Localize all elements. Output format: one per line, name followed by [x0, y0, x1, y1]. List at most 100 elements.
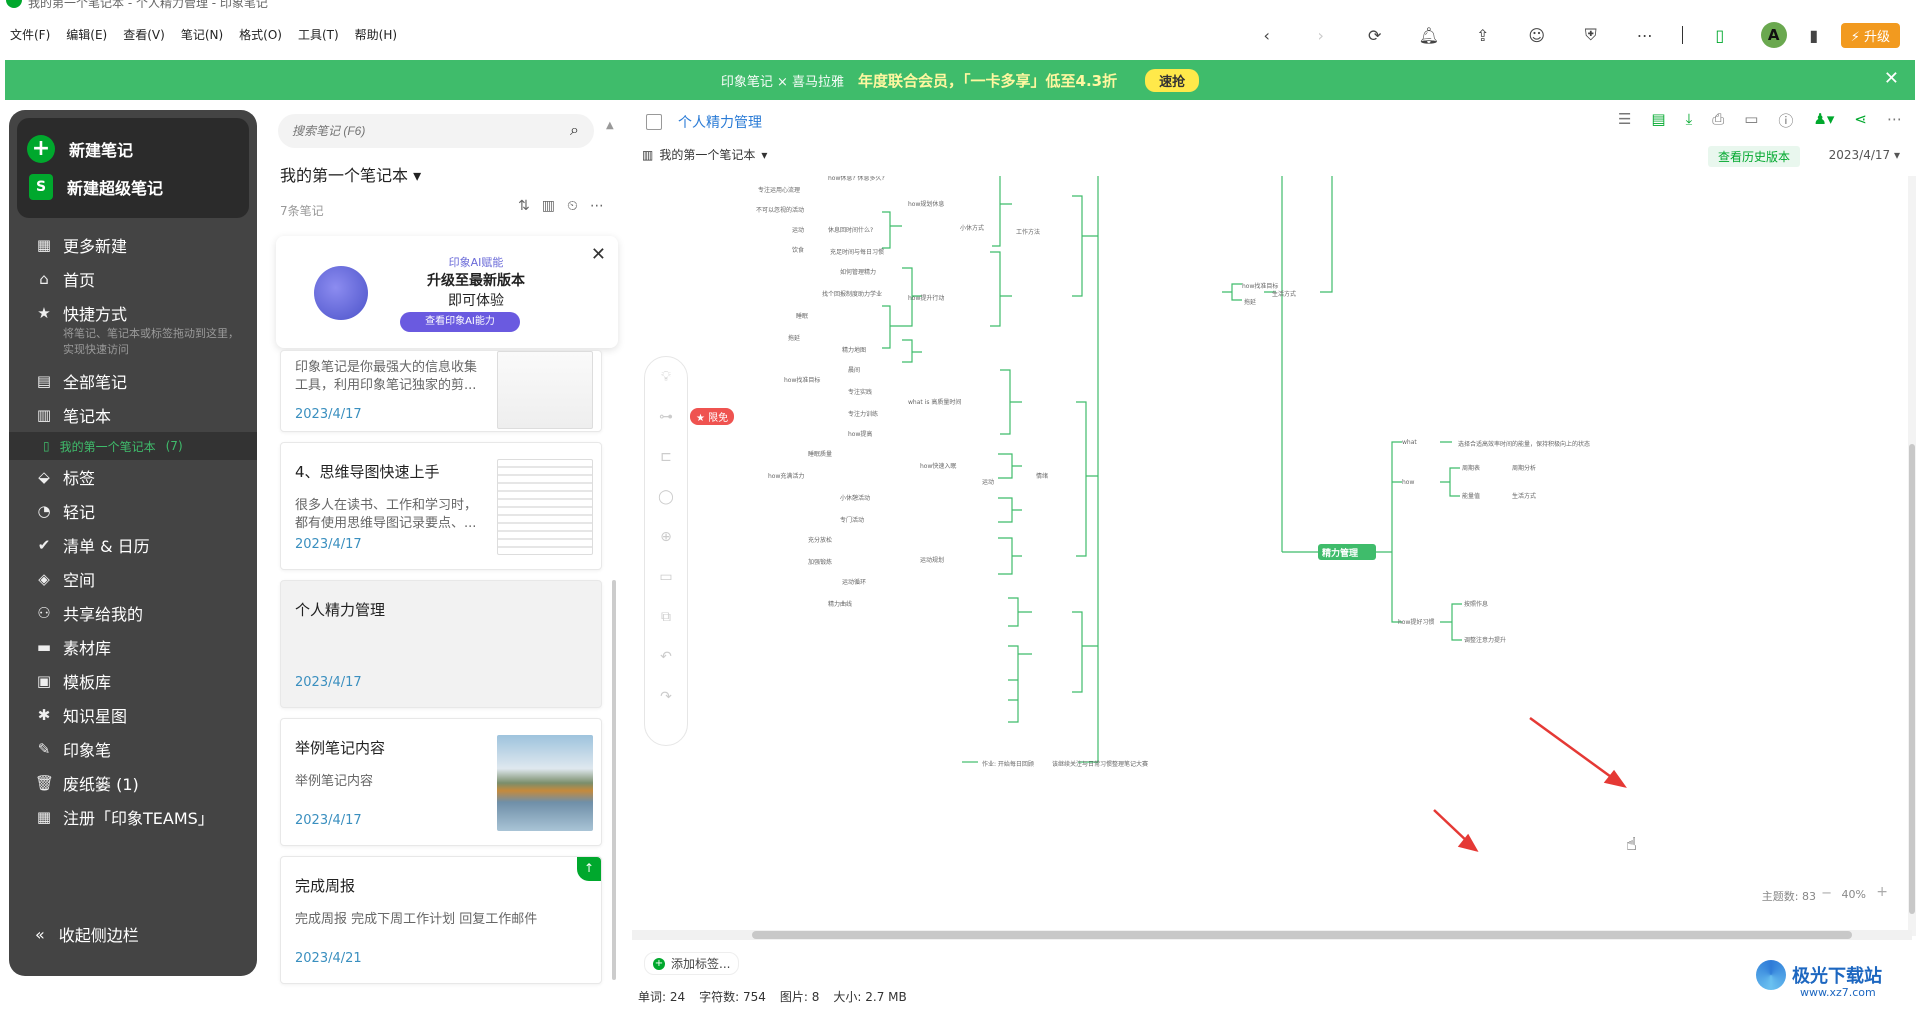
undo-icon[interactable]: ↶: [660, 649, 672, 665]
history-button[interactable]: 查看历史版本: [1707, 146, 1800, 167]
mm-label[interactable]: 拖延: [1244, 298, 1256, 306]
menu-file[interactable]: 文件(F): [10, 28, 51, 42]
sidebar-item-pen[interactable]: ✎印象笔: [9, 732, 257, 766]
mm-label[interactable]: 生活方式: [1272, 290, 1296, 298]
mm-label[interactable]: what is 高质量时间: [908, 398, 961, 406]
back-icon[interactable]: ‹: [1263, 25, 1270, 45]
book-icon[interactable]: ▮: [1809, 25, 1819, 45]
sidebar-item-shared[interactable]: ⚇共享给我的: [9, 596, 257, 630]
reminder-icon[interactable]: ⏲: [566, 198, 578, 214]
horizontal-scroll-thumb[interactable]: [752, 931, 1852, 939]
mm-label[interactable]: how休息? 休息多久?: [828, 176, 885, 182]
mm-label[interactable]: what: [1402, 439, 1417, 446]
horizontal-scrollbar[interactable]: [632, 930, 1912, 940]
center-node-box[interactable]: [1318, 544, 1376, 560]
mm-label[interactable]: how找准目标: [784, 376, 820, 384]
mm-label[interactable]: 找个回报制度助力学业: [822, 290, 882, 298]
mindmap-canvas[interactable]: how休息? 休息多久? 专注运用心流理 不可以忽视的活动 运动 休息回时间什么…: [632, 176, 1912, 928]
menu-edit[interactable]: 编辑(E): [66, 28, 108, 42]
mm-label[interactable]: 运动: [792, 226, 804, 234]
sync-icon[interactable]: ⟳: [1368, 25, 1382, 45]
menu-note[interactable]: 笔记(N): [180, 28, 224, 42]
mm-label[interactable]: how提好习惯: [1398, 618, 1434, 626]
note-card[interactable]: ↑ 完成周报 完成周报 完成下周工作计划 回复工作邮件 2023/4/21: [280, 856, 602, 984]
sidebar-item-more-new[interactable]: ▦更多新建: [9, 228, 257, 262]
mm-label[interactable]: 充分放松: [808, 536, 832, 544]
mm-label[interactable]: 睡眠质量: [808, 450, 832, 458]
mm-label[interactable]: 运动: [982, 478, 994, 486]
collapse-sidebar-button[interactable]: «收起侧边栏: [35, 922, 139, 946]
sidebar-item-space[interactable]: ◈空间: [9, 562, 257, 596]
bell-icon[interactable]: 🔔︎: [1418, 25, 1439, 45]
mm-label[interactable]: 专注运用心流理: [758, 186, 800, 194]
mm-label[interactable]: how提高: [848, 430, 872, 438]
mm-label[interactable]: how规划休息: [908, 200, 944, 208]
menu-format[interactable]: 格式(O): [239, 28, 282, 42]
style-icon[interactable]: ◯: [658, 489, 674, 505]
more-circle-icon[interactable]: ⋯: [1636, 25, 1653, 45]
note-list-scrollbar[interactable]: [612, 580, 616, 980]
smile-icon[interactable]: ☺: [1528, 25, 1546, 45]
download-icon[interactable]: ⤓: [1685, 110, 1693, 128]
search-input[interactable]: [278, 114, 594, 148]
new-super-note-button[interactable]: S 新建超级笔记: [27, 168, 239, 206]
close-icon[interactable]: ✕: [590, 244, 606, 265]
mm-label[interactable]: 专注实践: [848, 388, 872, 396]
share-icon[interactable]: ⋖: [1854, 110, 1867, 128]
menu-tools[interactable]: 工具(T): [297, 28, 339, 42]
mm-label[interactable]: 作业: 开始每日回顾: [982, 760, 1034, 768]
avatar[interactable]: A: [1760, 22, 1787, 48]
sidebar-item-tags[interactable]: ⬙标签: [9, 460, 257, 494]
sidebar-item-graph[interactable]: ✱知识星图: [9, 698, 257, 732]
mm-label[interactable]: 拖延: [788, 334, 800, 342]
lightbulb-icon[interactable]: 💡︎: [661, 369, 671, 385]
vertical-scroll-thumb[interactable]: [1909, 444, 1915, 914]
sort-icon[interactable]: ⇅: [518, 198, 530, 214]
banner-cta-button[interactable]: 速抢: [1145, 68, 1200, 92]
mm-label[interactable]: 精力地图: [842, 346, 866, 354]
ai-view-button[interactable]: 查看印象AI能力: [400, 312, 520, 332]
sidebar-item-notebooks[interactable]: ▥笔记本: [9, 398, 257, 432]
mm-label[interactable]: 专门活动: [840, 516, 864, 524]
outline-icon[interactable]: ☰: [1617, 110, 1632, 128]
notebook-selector[interactable]: ▥我的第一个笔记本▾: [642, 147, 768, 163]
sidebar-item-trash[interactable]: 🗑︎废纸篓 (1): [9, 766, 257, 800]
center-node[interactable]: 精力管理: [1322, 549, 1359, 559]
add-tag-button[interactable]: +添加标签...: [644, 952, 740, 975]
expand-icon[interactable]: [646, 114, 662, 130]
upgrade-button[interactable]: ⚡ 升级: [1840, 22, 1900, 48]
info-icon[interactable]: ⓘ: [1778, 112, 1794, 130]
forward-icon[interactable]: ›: [1317, 25, 1324, 45]
menu-view[interactable]: 查看(V): [123, 28, 165, 42]
mm-label[interactable]: 休息回时间什么?: [828, 226, 873, 234]
sidebar-item-template[interactable]: ▣模板库: [9, 664, 257, 698]
mm-label[interactable]: 周期分析: [1512, 464, 1536, 472]
sidebar-item-home[interactable]: ⌂首页: [9, 262, 257, 296]
more-icon[interactable]: ⋯: [589, 198, 604, 214]
link-icon[interactable]: ⧉: [661, 609, 671, 625]
mm-label[interactable]: 工作方法: [1016, 228, 1040, 236]
export-icon[interactable]: ▤: [1651, 110, 1666, 128]
more-icon[interactable]: ⋯: [1887, 110, 1902, 128]
search-icon[interactable]: ⌕: [570, 120, 579, 139]
mm-label[interactable]: 周期表: [1462, 464, 1480, 472]
sidebar-item-quicknote[interactable]: ◔轻记: [9, 494, 257, 528]
image-icon[interactable]: ▭: [659, 569, 673, 585]
mm-label[interactable]: 该继续关注与日常习惯整理笔记大赛: [1052, 760, 1148, 768]
mm-label[interactable]: 选择合适高效率时间的能量，保持积极向上的状态: [1458, 440, 1590, 448]
note-card-selected[interactable]: 个人精力管理 2023/4/17: [280, 580, 602, 708]
sidebar-item-shortcuts[interactable]: ★快捷方式: [9, 296, 257, 330]
layout-icon[interactable]: ⊏: [660, 449, 672, 465]
zoom-out-button[interactable]: −: [1821, 886, 1832, 901]
mm-label[interactable]: how充满活力: [768, 472, 804, 480]
mm-label[interactable]: how: [1402, 479, 1414, 486]
present-icon[interactable]: ▭: [1744, 110, 1759, 128]
mm-label[interactable]: how找准目标: [1242, 282, 1278, 290]
redo-icon[interactable]: ↷: [660, 689, 672, 705]
note-card[interactable]: 4、思维导图快速上手 很多人在读书、工作和学习时，都有使用思维导图记录要点、..…: [280, 442, 602, 570]
vertical-scrollbar[interactable]: [1908, 176, 1916, 936]
note-card[interactable]: 举例笔记内容 举例笔记内容 2023/4/17: [280, 718, 602, 846]
share-out-icon[interactable]: ⇪: [1476, 25, 1490, 45]
mm-label[interactable]: 充足时间与每日习惯: [830, 248, 884, 256]
mm-label[interactable]: how提升行动: [908, 294, 944, 302]
